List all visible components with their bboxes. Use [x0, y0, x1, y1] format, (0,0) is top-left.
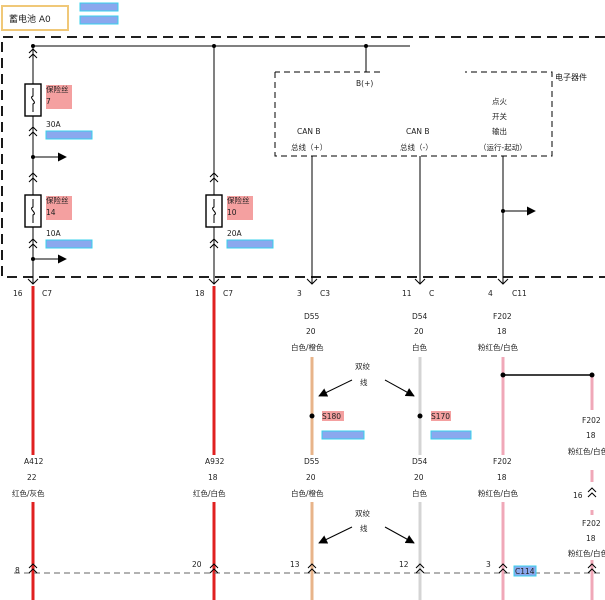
splice-s170-tag: [431, 411, 451, 421]
wire-gauge: 18: [208, 473, 218, 482]
connector-pin: 13: [290, 560, 300, 569]
link-placeholder[interactable]: [79, 2, 119, 12]
connector-chevron: [587, 487, 597, 498]
can-lo-label-1: CAN B: [406, 127, 430, 136]
wire-color: 白色: [412, 488, 427, 498]
connector-c-11: [414, 278, 426, 285]
wire-color: 红色/白色: [193, 488, 226, 498]
connector-pin: 3: [486, 560, 491, 569]
ign-label-2: 开关: [492, 111, 507, 121]
ign-label-3: 输出: [492, 126, 507, 136]
can-hi-label-1: CAN B: [297, 127, 321, 136]
wire-gauge: 20: [306, 327, 316, 336]
wire-id: D55: [304, 457, 320, 466]
splice-s180-link[interactable]: [321, 430, 365, 440]
wire-gauge: 18: [586, 431, 596, 440]
fuse-14-number: 14: [46, 208, 56, 217]
wire-color: 白色/橙色: [291, 488, 324, 498]
splice-s170-link[interactable]: [430, 430, 472, 440]
wire-gauge: 20: [414, 473, 424, 482]
wire-color: 粉红色/白色: [568, 548, 605, 558]
wire-id: D54: [412, 312, 428, 321]
connector-c114-link[interactable]: [513, 565, 537, 577]
ign-label-1: 点火: [492, 97, 507, 106]
fuse-7-link[interactable]: [45, 130, 93, 140]
wire-color: 红色/灰色: [12, 488, 45, 498]
link-placeholder[interactable]: [79, 15, 119, 25]
fuse-10-link[interactable]: [226, 239, 274, 249]
wire-gauge: 20: [306, 473, 316, 482]
fuse-14-tag: [46, 196, 72, 220]
fuse-7-tag: [46, 85, 72, 109]
wire-gauge: 18: [497, 327, 507, 336]
twisted-pair-label: 双绞: [355, 508, 370, 518]
splice-s170: [417, 413, 423, 419]
wire-gauge: 22: [27, 473, 37, 482]
page-title: 蓄电池 A0: [9, 13, 51, 25]
module-box: [274, 71, 553, 157]
fuse-14-name: 保险丝: [46, 195, 69, 205]
fuse-7-rating: 30A: [46, 120, 62, 129]
connector-pin: 11: [402, 289, 412, 298]
fuse-10-tag: [227, 196, 253, 220]
bplus-label: B(+): [356, 79, 373, 88]
wire-color: 白色: [412, 342, 427, 352]
connector-c7-16: [27, 278, 39, 285]
connector-pin: 8: [15, 566, 20, 575]
wire-id: D55: [304, 312, 320, 321]
wire-id: F202: [493, 312, 512, 321]
fuse-10-number: 10: [227, 208, 237, 217]
enclosure-boundary: [1, 36, 605, 278]
connector-name: C7: [223, 289, 233, 298]
splice-label: S180: [322, 412, 341, 421]
splice-s180-tag: [322, 411, 344, 421]
connector-pin: 3: [297, 289, 302, 298]
wire-gauge: 20: [414, 327, 424, 336]
can-hi-label-2: 总线（+）: [291, 142, 327, 152]
wire-id: F202: [493, 457, 512, 466]
wire-id: A932: [205, 457, 225, 466]
wire-id: F202: [582, 416, 601, 425]
twisted-pair-label: 双绞: [355, 361, 370, 371]
wire-id: F202: [582, 519, 601, 528]
wire-color: 粉红色/白色: [478, 342, 519, 352]
connector-chevron: [28, 48, 38, 59]
connector-c11-4: [497, 278, 509, 285]
can-lo-label-2: 总线（-）: [400, 142, 433, 152]
connector-name: C11: [512, 289, 527, 298]
wire-id: A412: [24, 457, 44, 466]
module-title: 电子器件: [555, 72, 587, 82]
ign-label-4: （运行-起动）: [479, 142, 527, 152]
connector-name: C7: [42, 289, 52, 298]
twisted-pair-label: 线: [360, 377, 368, 387]
connector-name: C3: [320, 289, 330, 298]
wire-id: D54: [412, 457, 428, 466]
wire-gauge: 18: [586, 534, 596, 543]
connector-c7-18: [208, 278, 220, 285]
connector-pin: 16: [573, 491, 583, 500]
connector-pin: 18: [195, 289, 205, 298]
fuse-10-name: 保险丝: [227, 195, 250, 205]
connector-pin: 4: [488, 289, 493, 298]
connector-pin: 16: [13, 289, 23, 298]
wire-color: 粉红色/白色: [478, 488, 519, 498]
connector-name: C: [429, 289, 434, 298]
fuse-7-number: 7: [46, 97, 51, 106]
wire-gauge: 18: [497, 473, 507, 482]
wire-color: 粉红色/白色: [568, 446, 605, 456]
fuse-14-rating: 10A: [46, 229, 62, 238]
connector-name: C114: [515, 567, 535, 576]
title-box: [1, 5, 69, 31]
splice-s180: [309, 413, 315, 419]
fuse-7-name: 保险丝: [46, 84, 69, 94]
connector-pin: 20: [192, 560, 202, 569]
connector-c3-3: [306, 278, 318, 285]
splice-label: S170: [431, 412, 450, 421]
fuse-10-rating: 20A: [227, 229, 243, 238]
twisted-pair-label: 线: [360, 523, 368, 533]
fuse-14-link[interactable]: [45, 239, 93, 249]
connector-pin: 12: [399, 560, 409, 569]
wire-color: 白色/橙色: [291, 342, 324, 352]
